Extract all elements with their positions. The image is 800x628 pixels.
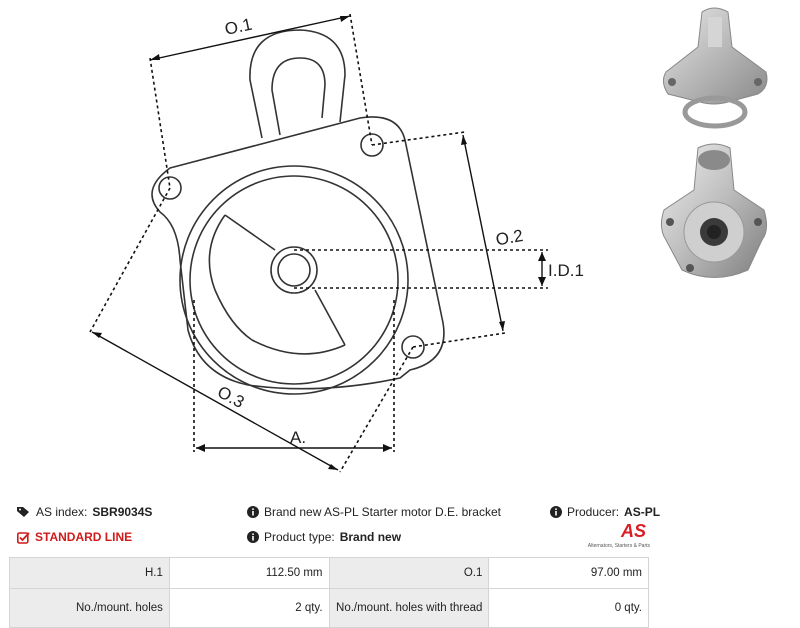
- spec-value: 97.00 mm: [488, 557, 649, 589]
- as-index-value: SBR9034S: [92, 505, 153, 519]
- product-type-value: Brand new: [339, 530, 402, 544]
- description-text: Brand new AS-PL Starter motor D.E. brack…: [264, 505, 501, 519]
- spec-label: No./mount. holes with thread: [328, 588, 490, 628]
- spec-label: O.1: [328, 557, 490, 589]
- mount-hole-1: [158, 176, 182, 200]
- spec-label: No./mount. holes: [9, 588, 170, 628]
- logo-mark: AS: [620, 521, 646, 541]
- product-photo-top: [662, 7, 768, 129]
- spec-value: 2 qty.: [168, 588, 330, 628]
- spec-value: 0 qty.: [488, 588, 649, 628]
- mount-hole-3: [401, 335, 425, 359]
- logo-tagline: Alternators, Starters & Parts: [587, 543, 650, 549]
- technical-drawing: O.1 O.2 I.D.1 O.3 A.: [89, 13, 584, 473]
- product-type: Product type: Brand new: [247, 530, 401, 544]
- spec-value: 112.50 mm: [168, 557, 330, 589]
- label-o3: O.3: [214, 382, 247, 412]
- as-index: AS index: SBR9034S: [17, 505, 152, 519]
- producer: Producer: AS-PL: [550, 505, 660, 519]
- checkbox-icon: [17, 531, 30, 544]
- main-circle-inner: [189, 175, 399, 385]
- standard-line-badge: STANDARD LINE: [17, 530, 132, 544]
- product-photo-bottom: [660, 143, 768, 278]
- tags-icon: [17, 506, 31, 518]
- main-circle-outer: [179, 165, 409, 395]
- table-row: No./mount. holes 2 qty. No./mount. holes…: [9, 588, 649, 628]
- table-row: H.1 112.50 mm O.1 97.00 mm: [9, 557, 649, 589]
- product-description: Brand new AS-PL Starter motor D.E. brack…: [247, 505, 501, 519]
- loop-ear: [249, 29, 346, 139]
- bore-outer: [270, 246, 318, 294]
- label-a: A.: [290, 428, 306, 447]
- producer-value: AS-PL: [624, 505, 661, 519]
- info-icon: [550, 506, 562, 518]
- mount-hole-2: [360, 133, 384, 157]
- as-pl-logo: AS Alternators, Starters & Parts: [587, 521, 650, 552]
- spec-label: H.1: [9, 557, 170, 589]
- standard-line-text: STANDARD LINE: [35, 530, 133, 544]
- as-index-label: AS index:: [36, 505, 88, 519]
- info-icon: [247, 506, 259, 518]
- label-id1: I.D.1: [548, 261, 584, 280]
- producer-label: Producer:: [567, 505, 620, 519]
- label-o2: O.2: [494, 226, 524, 249]
- info-icon: [247, 531, 259, 543]
- product-type-label: Product type:: [264, 530, 335, 544]
- bore-inner: [277, 253, 311, 287]
- bracket-outline: [151, 116, 445, 390]
- spec-table: H.1 112.50 mm O.1 97.00 mm No./mount. ho…: [9, 557, 649, 628]
- label-o1: O.1: [223, 15, 254, 39]
